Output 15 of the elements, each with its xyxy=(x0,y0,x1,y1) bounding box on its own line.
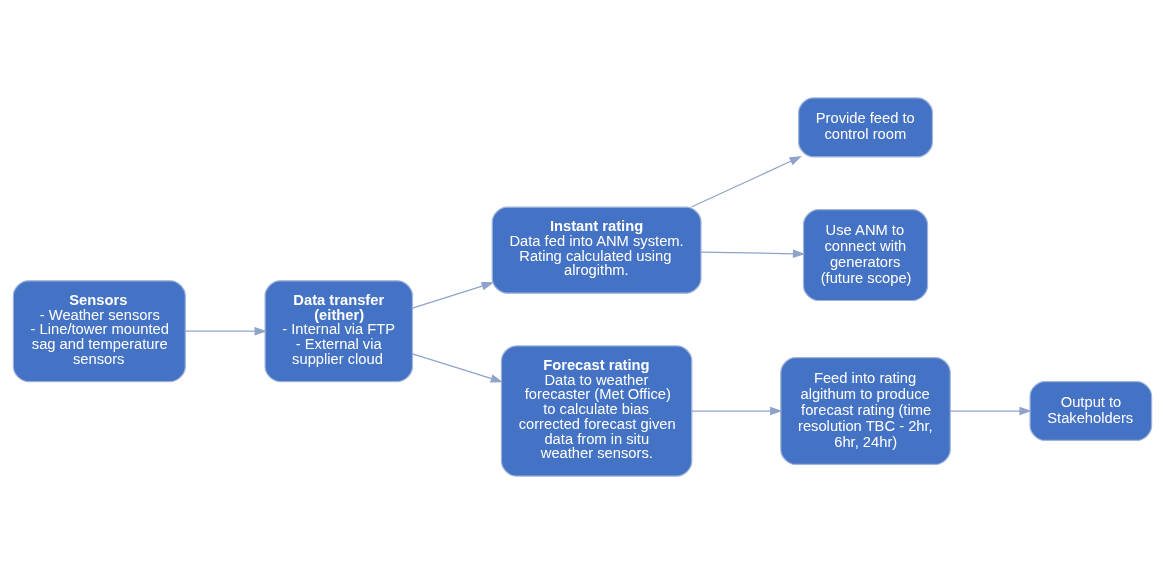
arrow xyxy=(690,156,802,208)
node-box: Provide feed to control room xyxy=(798,97,934,158)
node-box: Instant rating Data fed into ANM system. Rating calculated using alrogithm. xyxy=(491,206,702,294)
arrow xyxy=(411,281,494,309)
node-box: Forecast rating Data to weather forecaster (Met Office) to calculate bias corrected forecast given data from in situ weather sensors. xyxy=(500,345,693,477)
node-box: Use ANM to connect with generators (future scope) xyxy=(802,209,929,302)
arrow xyxy=(691,406,783,416)
node-box: Sensors - Weather sensors - Line/tower mounted sag and temperature sensors xyxy=(12,280,186,383)
arrow xyxy=(949,406,1032,416)
arrow xyxy=(700,249,806,259)
arrow xyxy=(184,326,267,336)
node-box: Data transfer (either) - Internal via FTP - External via supplier cloud xyxy=(264,280,414,383)
arrow xyxy=(411,353,503,383)
node-box: Feed into rating algithum to produce forecast rating (time resolution TBC - 2hr, 6hr, 24hr) xyxy=(780,357,951,466)
node-box: Output to Stakeholders xyxy=(1029,380,1153,442)
